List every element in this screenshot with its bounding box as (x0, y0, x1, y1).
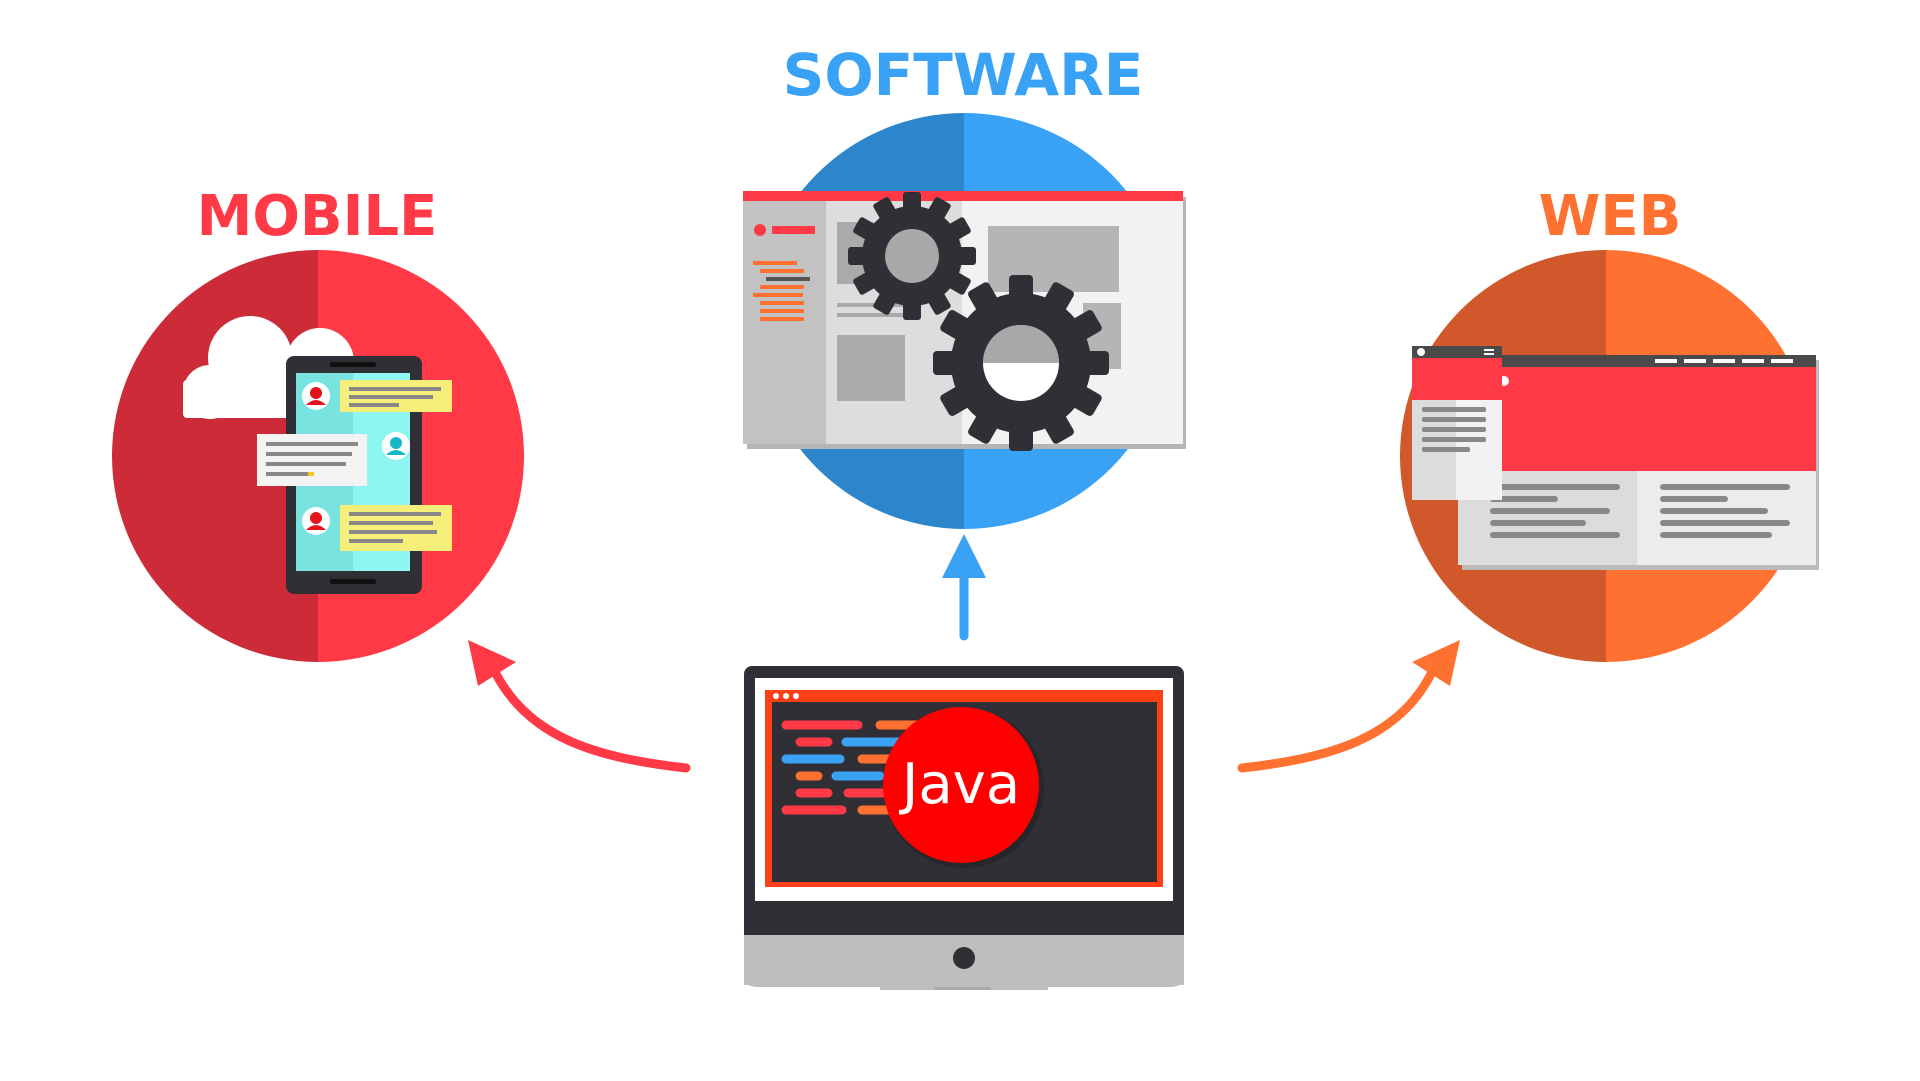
arrow-to-web (1237, 640, 1460, 773)
browser-window-icon (1412, 346, 1819, 570)
java-label: Java (899, 752, 1020, 817)
chat-bubble-icon (257, 380, 452, 551)
gear-icon (848, 192, 1109, 451)
web-label: WEB (1539, 184, 1682, 249)
java-badge: Java (883, 707, 1044, 868)
arrow-to-software (942, 534, 986, 641)
mobile-label: MOBILE (197, 184, 438, 249)
user-avatar-icon (302, 382, 410, 535)
arrow-to-mobile (468, 640, 691, 773)
software-label: SOFTWARE (783, 41, 1144, 109)
